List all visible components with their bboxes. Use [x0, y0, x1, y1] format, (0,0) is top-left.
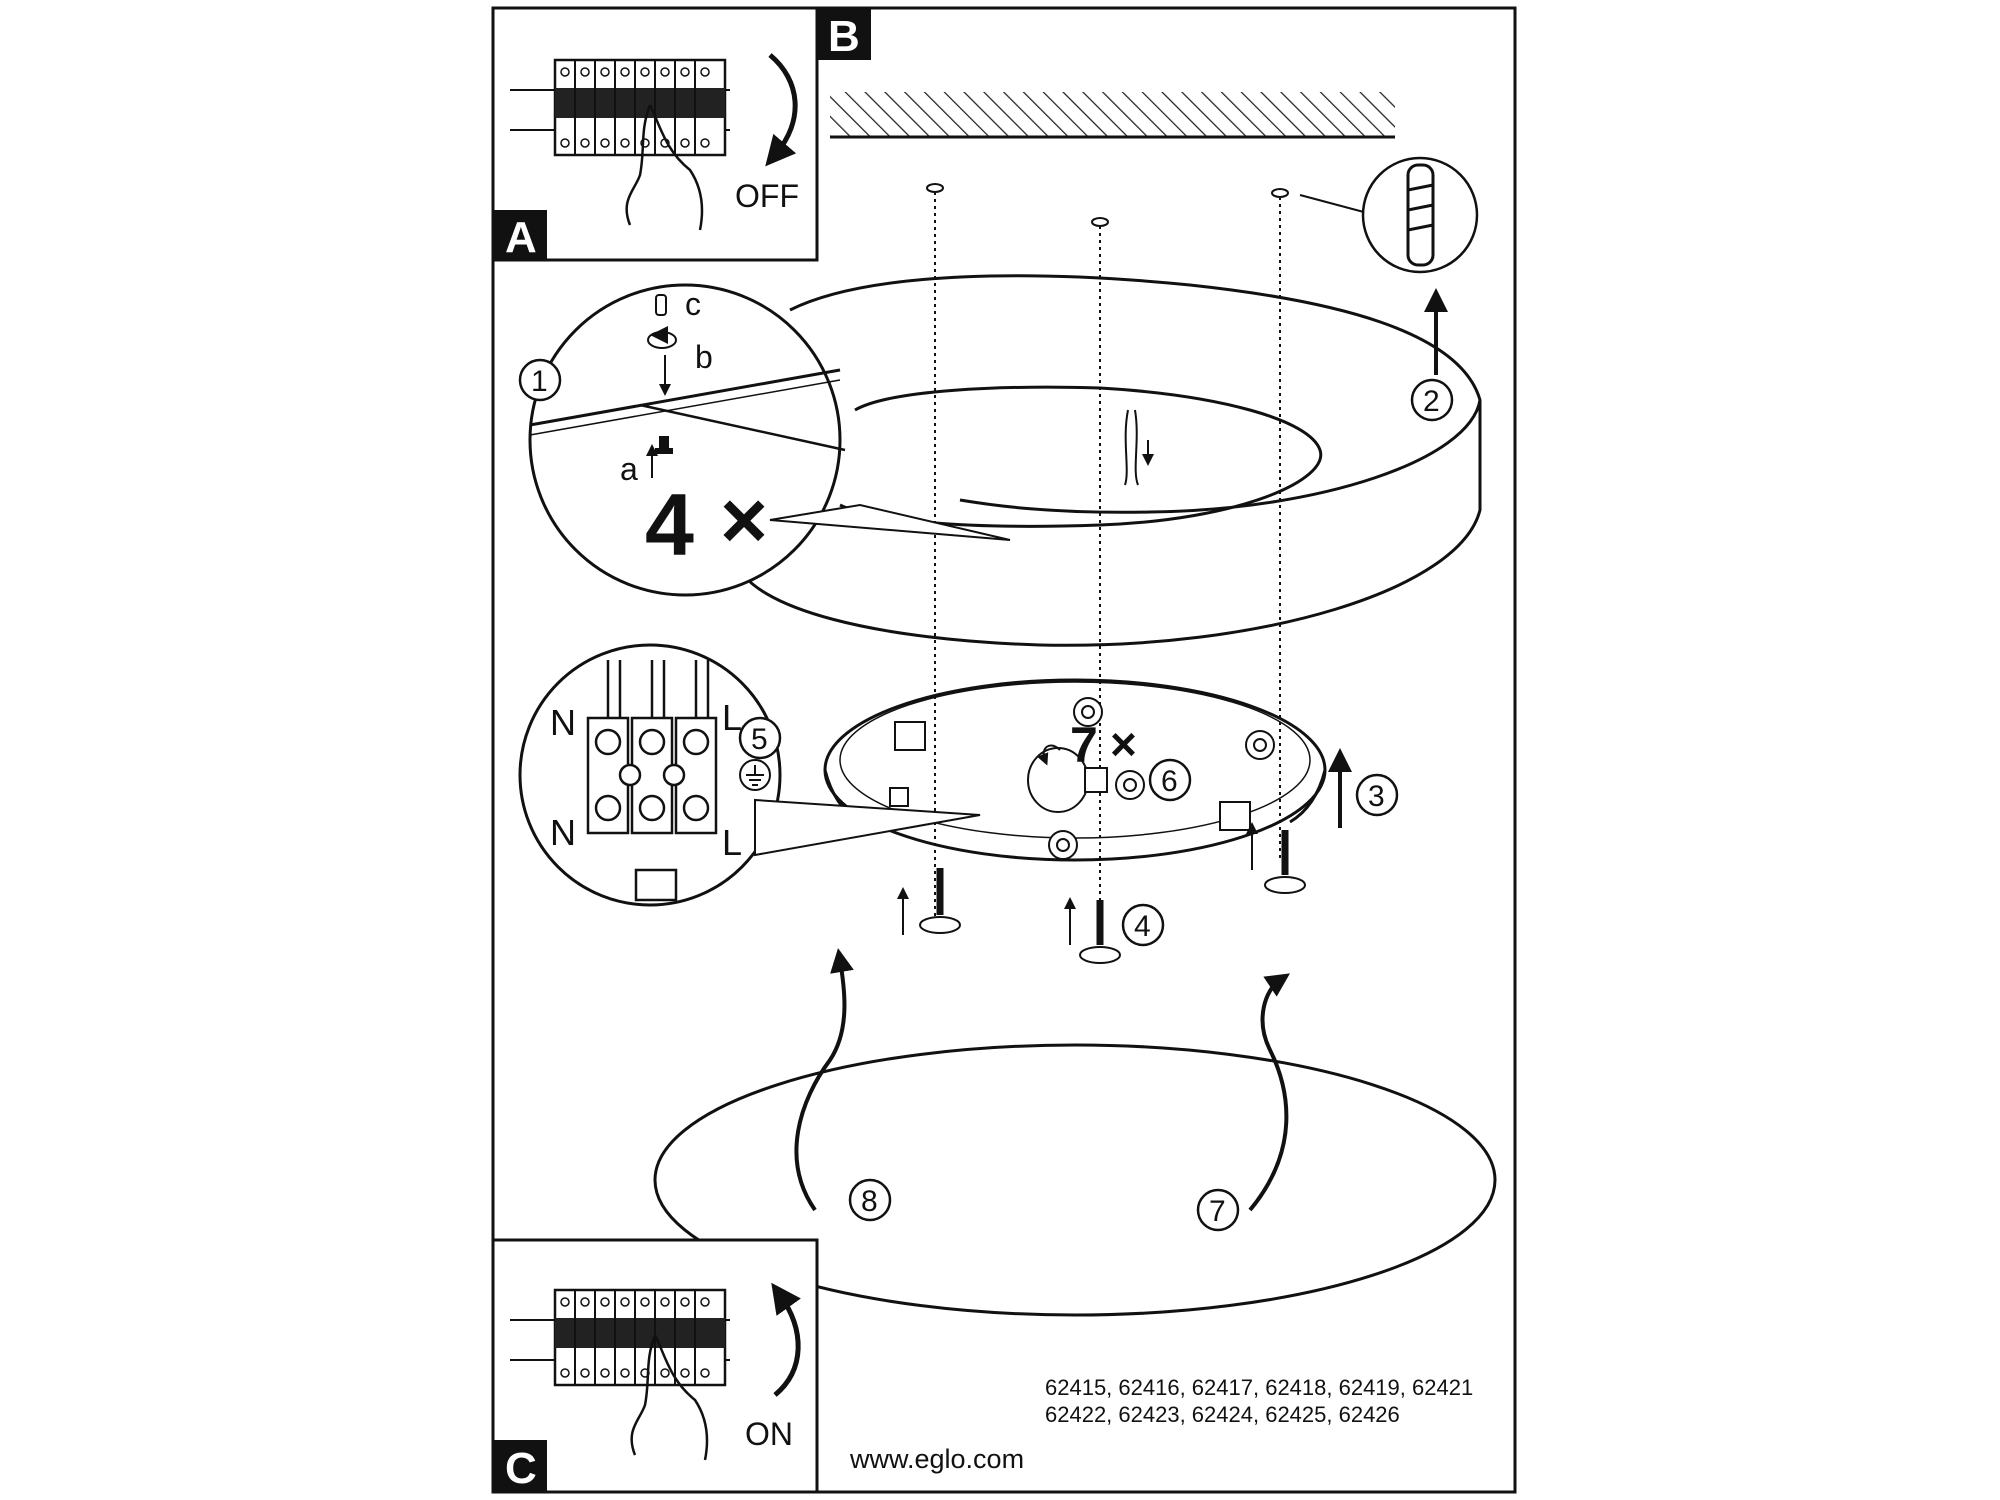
panel-b-badge [817, 8, 871, 60]
step-3-number: 3 [1368, 780, 1385, 813]
breaker-box-icon [510, 58, 730, 157]
step-7-number: 7 [1209, 1195, 1226, 1228]
hand-icon [625, 104, 704, 231]
step-2-number: 2 [1423, 385, 1440, 418]
on-label: ON [745, 1416, 793, 1452]
rotate-down-arrow-icon [765, 53, 798, 167]
step-2: 2 [1410, 288, 1454, 422]
detail-1-label-a: a [620, 451, 638, 487]
model-numbers-line-2: 62422, 62423, 62424, 62425, 62426 [1045, 1402, 1400, 1427]
detail-1-shade-screws: c b a 4 × 1 [518, 283, 1011, 597]
wire-clip-icon [1124, 409, 1154, 486]
detail-1-label-c: c [685, 286, 701, 322]
step-5-number: 5 [751, 723, 768, 756]
step-7: 7 [1196, 973, 1290, 1232]
terminal-block-icon [586, 660, 718, 902]
screw-icon [897, 868, 961, 935]
step-3: 3 [1328, 748, 1399, 828]
detail-1-label-b: b [695, 339, 713, 375]
panel-b-letter: B [828, 12, 860, 61]
ceiling-hatch [830, 92, 1395, 137]
detail-1-count: 4 [645, 475, 694, 574]
bulb-icon [1027, 744, 1108, 813]
panel-c-letter: C [505, 1444, 537, 1493]
screw-icon [646, 294, 677, 478]
rotate-up-arrow-icon [771, 1282, 801, 1397]
diffuser [653, 1043, 1497, 1317]
panel-a-switch-off: OFF A [491, 6, 819, 262]
panel-b-ceiling: B [817, 8, 1395, 139]
wiring-l-top: L [722, 697, 742, 738]
detail-5-wiring: N N L L 5 [518, 643, 981, 907]
hand-icon [630, 1334, 709, 1461]
ground-icon [739, 759, 771, 791]
panel-a-badge [493, 210, 547, 260]
page-frame [491, 6, 1517, 1494]
breaker-box-icon [510, 1288, 730, 1387]
step-8-number: 8 [861, 1185, 878, 1218]
website-url: www.eglo.com [849, 1444, 1024, 1474]
screw-icon [1246, 822, 1306, 894]
wall-plug-detail [1299, 156, 1479, 274]
detail-1-times: × [720, 475, 768, 566]
bulb-times: × [1110, 718, 1137, 770]
off-label: OFF [735, 178, 799, 214]
lamp-holders [889, 697, 1275, 860]
step-6: 6 [1148, 758, 1192, 802]
panel-c-badge [493, 1440, 547, 1492]
panel-a-letter: A [505, 213, 537, 262]
wiring-n-top: N [550, 702, 576, 743]
screw-icon [1064, 897, 1121, 964]
bulb-count: 7 [1070, 717, 1098, 773]
step-1-number: 1 [531, 365, 548, 398]
step-6-number: 6 [1161, 765, 1178, 798]
model-numbers-line-1: 62415, 62416, 62417, 62418, 62419, 62421 [1045, 1375, 1473, 1400]
mounting-screws [897, 822, 1306, 964]
step-4-number: 4 [1134, 910, 1151, 943]
step-4: 4 [1121, 903, 1165, 947]
lamp-shade-ring [733, 274, 1482, 647]
drill-holes [926, 183, 1289, 960]
wiring-l-bottom: L [722, 822, 742, 863]
panel-c-switch-on: ON C [491, 1238, 819, 1494]
step-8: 8 [794, 948, 892, 1222]
wall-plug-icon [1406, 163, 1435, 267]
wiring-n-bottom: N [550, 812, 576, 853]
